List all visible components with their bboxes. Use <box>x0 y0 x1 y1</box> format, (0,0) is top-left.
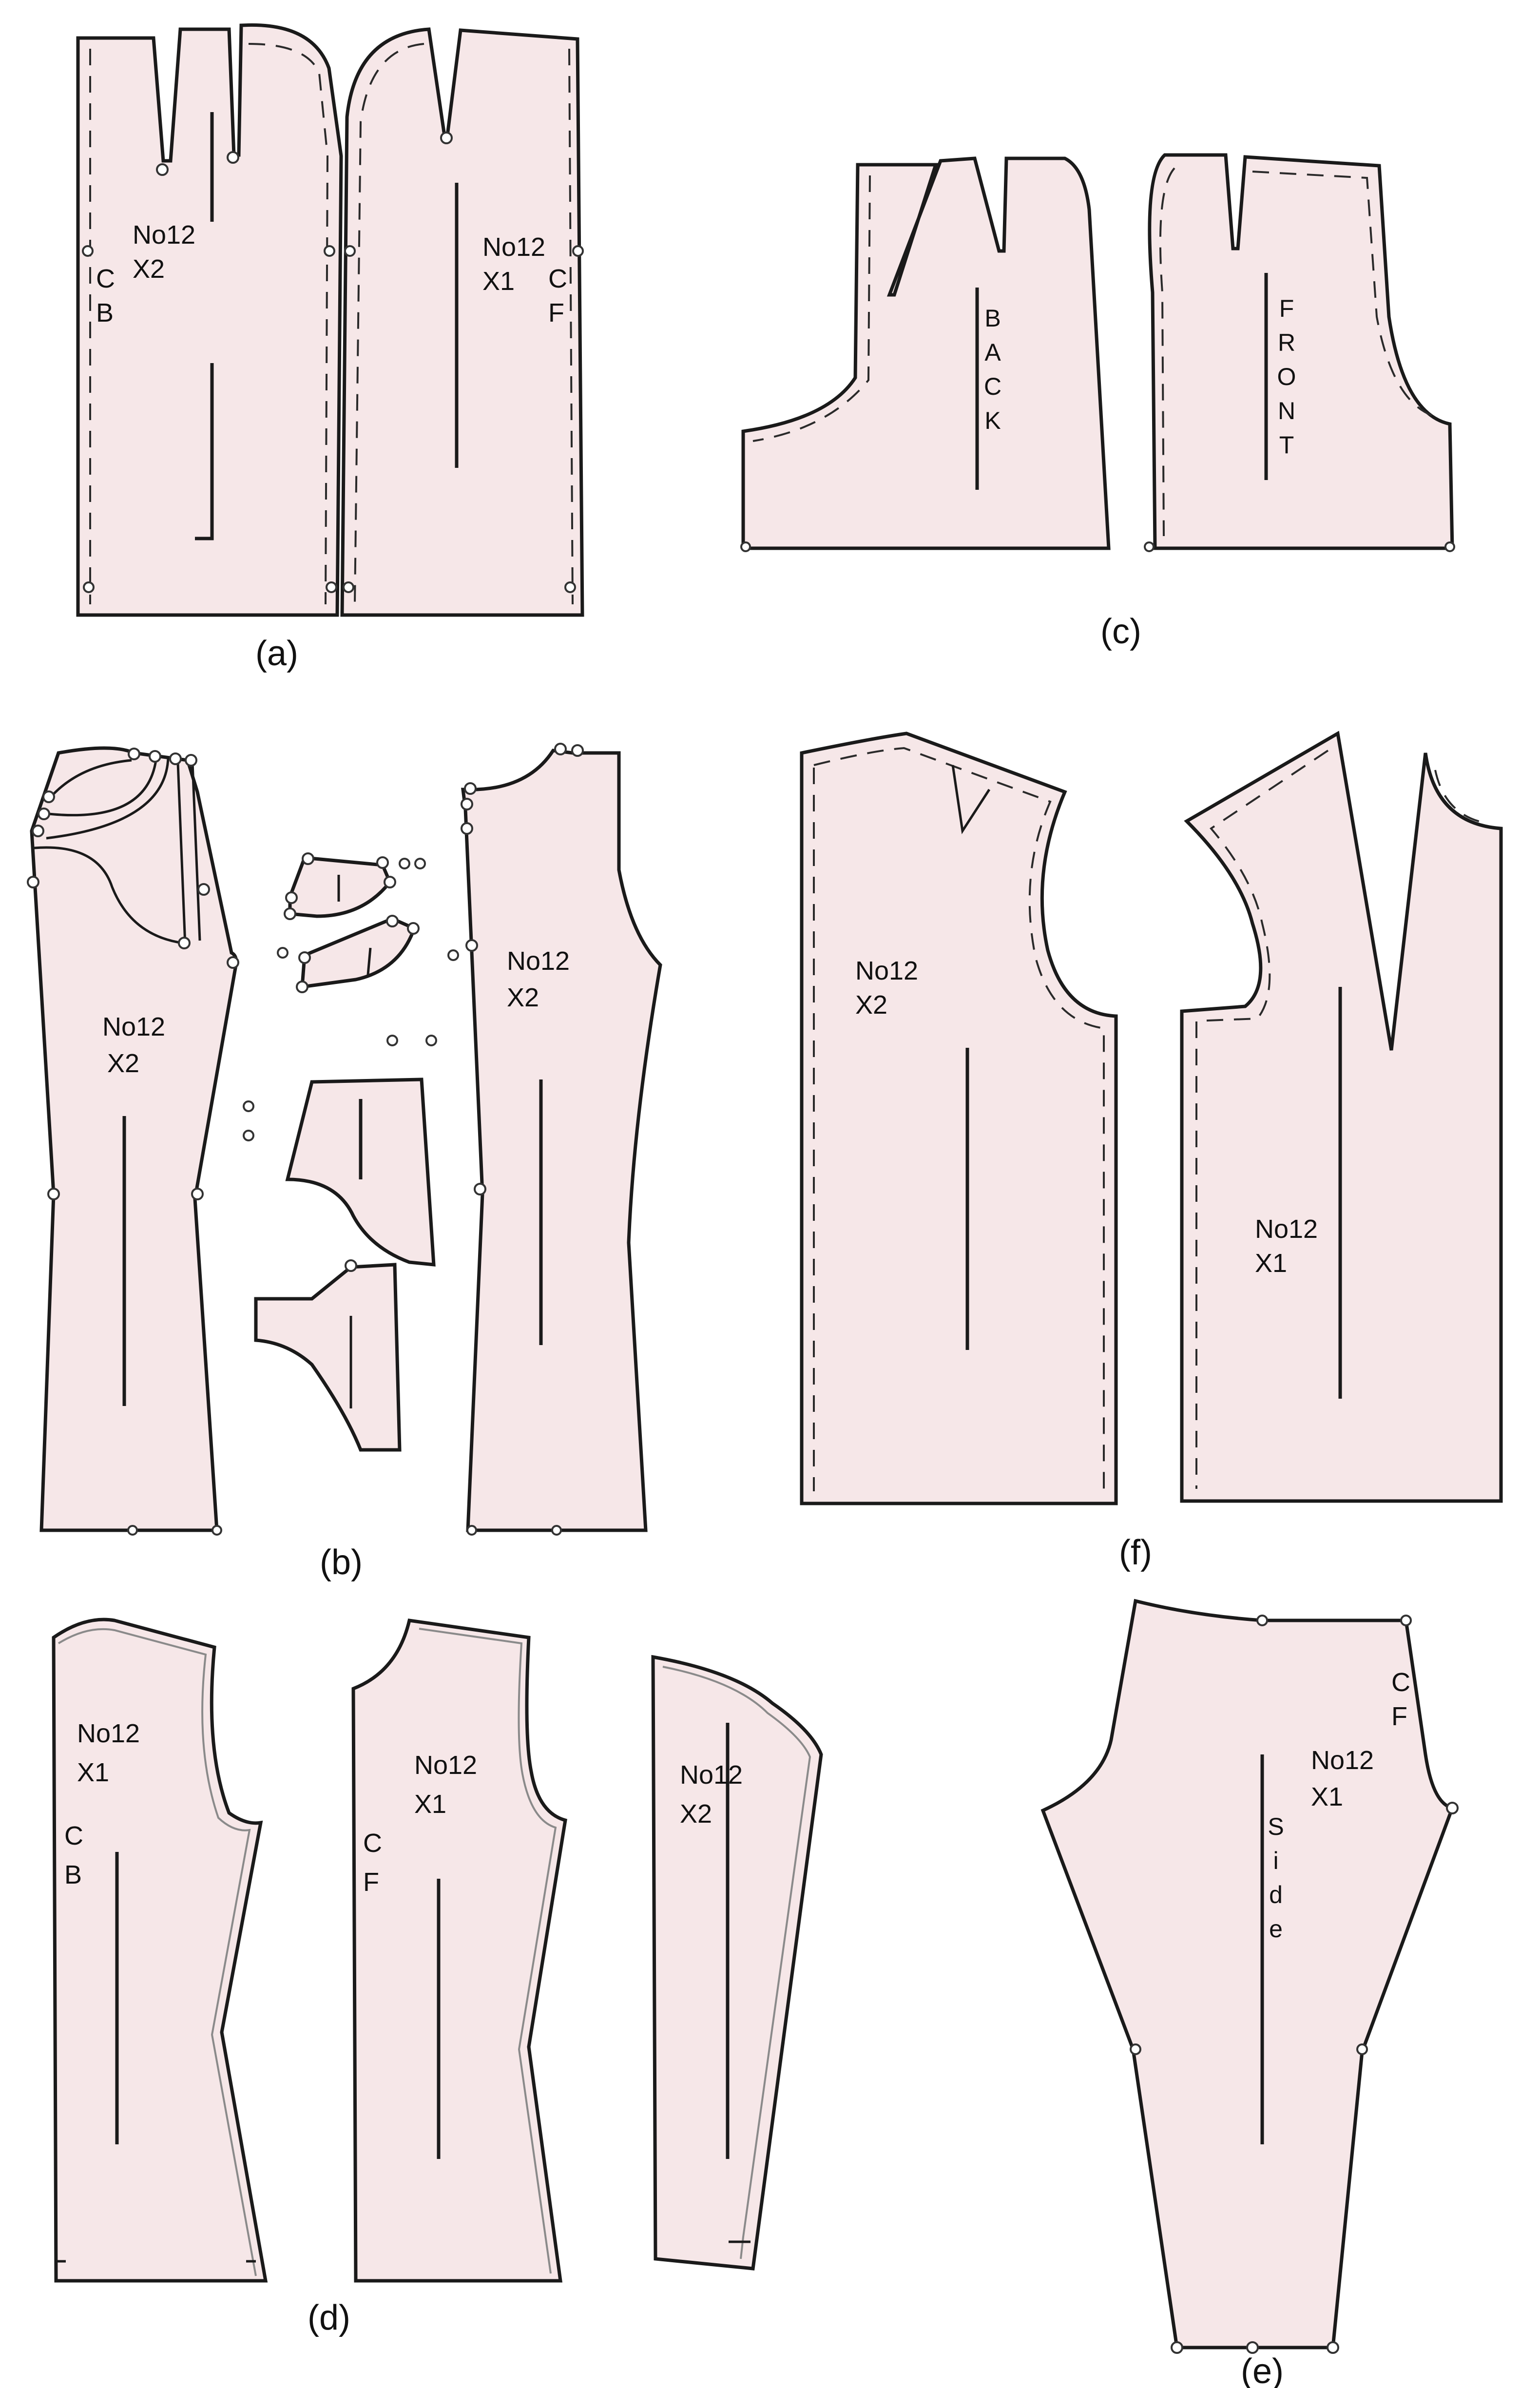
b-collar-piece <box>300 917 417 989</box>
caption-d: (d) <box>308 2298 350 2337</box>
a-back-code-label: X2 <box>133 254 165 284</box>
caption-f: (f) <box>1119 1533 1152 1572</box>
a-back-size-label: No12 <box>133 220 195 250</box>
f-back-code-label: X2 <box>855 990 887 1020</box>
b-back-piece <box>30 746 238 1532</box>
d-sleeve-code-label: X2 <box>680 1799 712 1829</box>
b-front-code-label: X2 <box>507 983 539 1012</box>
figure-d: No12 X1 C B C F No12 X1 No12 X2 (d) <box>52 1618 823 2337</box>
d-back-code-label: X1 <box>77 1758 109 1787</box>
c-front-letter-1: F <box>1279 295 1294 322</box>
d-sleeve-piece <box>651 1655 823 2271</box>
d-front-cf-label-1: C <box>363 1829 382 1858</box>
d-back-cb-label-1: C <box>64 1821 83 1850</box>
b-facing-piece <box>254 1263 402 1452</box>
a-front-cf-label-2: F <box>548 298 564 327</box>
c-back-letter-3: C <box>984 373 1001 400</box>
a-back-cb-label-1: C <box>96 264 115 293</box>
a-back-cb-label-2: B <box>96 298 114 327</box>
e-side-letter-3: d <box>1269 1881 1283 1908</box>
e-code-label: X1 <box>1311 1782 1343 1811</box>
e-side-letter-1: S <box>1268 1813 1284 1840</box>
a-front-code-label: X1 <box>482 267 515 296</box>
figure-e: C F No12 X1 S i d e (e) <box>1040 1598 1459 2388</box>
figure-c: B A C K F R O N T (c) <box>740 153 1455 651</box>
d-back-piece <box>52 1618 268 2283</box>
f-back-piece <box>800 732 1118 1505</box>
figure-a: No12 X2 C B No12 X1 C F (a) <box>76 23 584 673</box>
c-front-piece <box>1148 153 1454 550</box>
b-front-size-label: No12 <box>507 946 570 976</box>
a-front-piece <box>340 27 584 617</box>
c-front-letter-3: O <box>1277 363 1296 390</box>
d-sleeve-size-label: No12 <box>680 1760 743 1790</box>
a-front-cf-label-1: C <box>548 264 567 293</box>
b-front-piece <box>461 749 662 1532</box>
d-front-piece <box>351 1618 567 2283</box>
e-side-letter-4: e <box>1269 1915 1283 1943</box>
c-back-letter-2: A <box>984 339 1001 366</box>
caption-c: (c) <box>1100 612 1141 651</box>
d-front-size-label: No12 <box>414 1751 477 1780</box>
e-cf-label-2: F <box>1391 1702 1407 1731</box>
c-front-letter-2: R <box>1278 329 1295 356</box>
a-back-piece <box>76 23 343 617</box>
e-trouser-piece <box>1040 1598 1455 2349</box>
caption-a: (a) <box>255 634 298 673</box>
e-size-label: No12 <box>1311 1746 1374 1775</box>
d-back-cb-label-2: B <box>64 1860 82 1889</box>
b-back-code-label: X2 <box>107 1049 139 1078</box>
figure-b: No12 X2 <box>27 743 662 1582</box>
caption-b: (b) <box>320 1543 363 1582</box>
f-front-code-label: X1 <box>1255 1249 1287 1278</box>
caption-e: (e) <box>1241 2352 1284 2388</box>
f-front-size-label: No12 <box>1255 1214 1318 1244</box>
c-back-letter-1: B <box>984 305 1001 332</box>
d-back-size-label: No12 <box>77 1719 140 1748</box>
e-cf-label-1: C <box>1391 1668 1410 1697</box>
f-back-size-label: No12 <box>855 956 918 985</box>
b-back-size-label: No12 <box>102 1012 165 1041</box>
figure-f: No12 X2 No12 X1 (f) <box>800 731 1503 1572</box>
c-front-letter-5: T <box>1279 431 1294 459</box>
d-front-cf-label-2: F <box>363 1868 379 1897</box>
a-front-size-label: No12 <box>482 232 545 262</box>
d-front-code-label: X1 <box>414 1790 446 1819</box>
c-back-letter-4: K <box>984 407 1001 434</box>
e-side-letter-2: i <box>1273 1847 1278 1874</box>
c-back-piece <box>741 156 1111 550</box>
c-front-letter-4: N <box>1278 397 1295 424</box>
